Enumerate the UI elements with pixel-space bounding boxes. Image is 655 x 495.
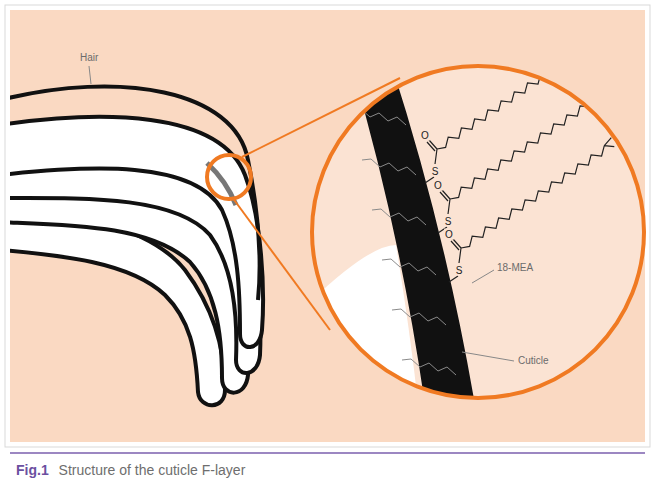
figure-caption: Fig.1 Structure of the cuticle F-layer: [16, 461, 245, 479]
cuticle-wave: [362, 159, 416, 175]
oxygen-atom: O: [444, 229, 454, 240]
mea-label: 18-MEA: [497, 262, 533, 274]
sulfur-atom: S: [455, 265, 464, 276]
cuticle-wave: [372, 209, 426, 225]
fatty-acid-chain: [438, 89, 603, 233]
hair-label: Hair: [80, 52, 98, 64]
sulfur-atom: S: [431, 166, 440, 177]
cuticle-wave: [402, 359, 456, 375]
fatty-acid-chain: [449, 138, 614, 282]
sulfur-atom: S: [444, 216, 453, 227]
cuticle-label: Cuticle: [518, 355, 549, 367]
cuticle-wave: [382, 259, 436, 275]
oxygen-atom: O: [433, 180, 443, 191]
cuticle-wave: [392, 309, 446, 325]
oxygen-atom: O: [420, 130, 430, 141]
